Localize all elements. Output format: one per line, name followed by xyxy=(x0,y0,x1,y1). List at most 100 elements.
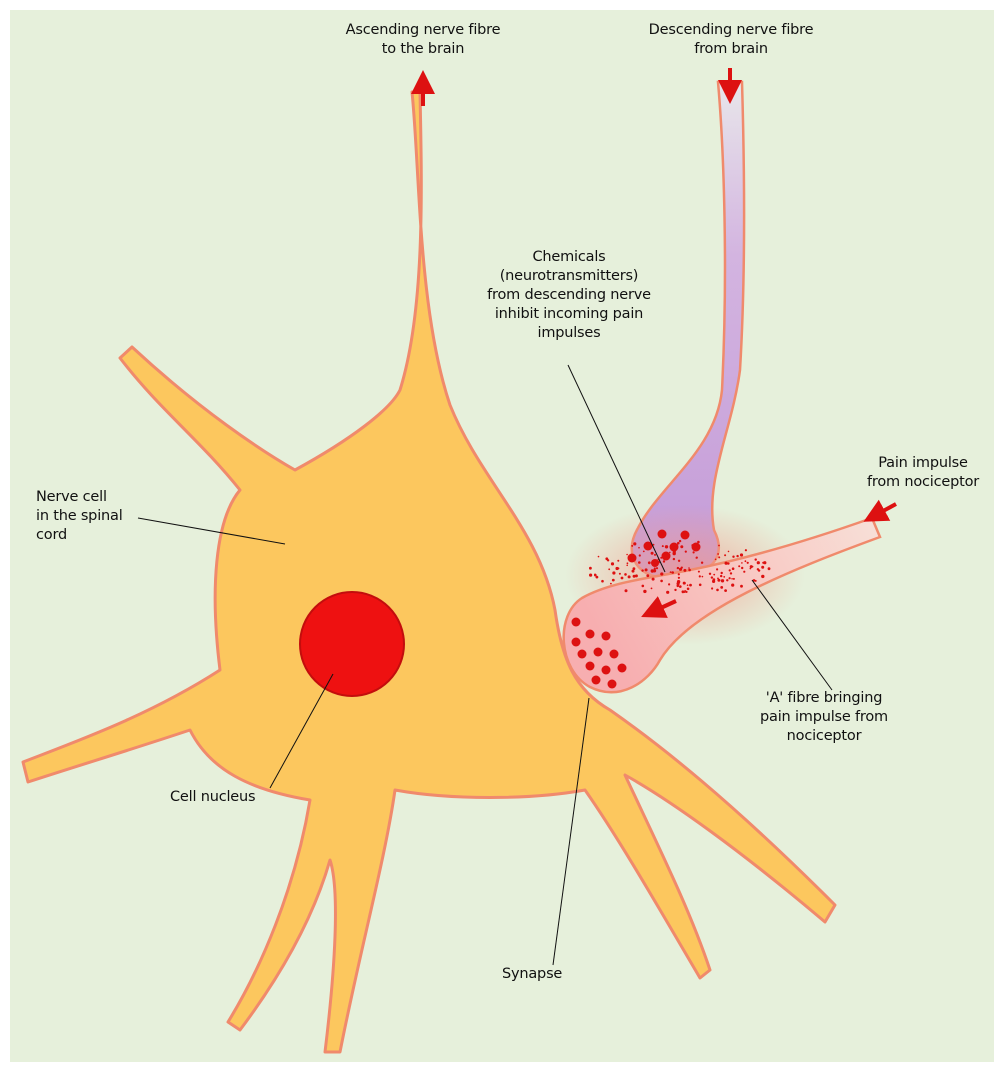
neurotransmitter-speck xyxy=(685,551,687,553)
cell-nucleus xyxy=(300,592,404,696)
neurotransmitter-speck xyxy=(716,568,718,570)
neurotransmitter-speck xyxy=(687,588,690,591)
neurotransmitter-speck xyxy=(702,576,704,578)
neurotransmitter-speck xyxy=(654,554,656,556)
neurotransmitter-speck xyxy=(688,569,691,572)
neurotransmitter-speck xyxy=(678,577,680,579)
neurotransmitter-speck xyxy=(617,560,619,562)
neurotransmitter-speck xyxy=(725,562,728,565)
neurotransmitter-speck xyxy=(731,578,733,580)
neurotransmitter-speck xyxy=(738,565,740,567)
neurotransmitter-speck xyxy=(687,584,689,586)
neurotransmitter-speck xyxy=(713,574,715,576)
neurotransmitter-speck xyxy=(752,566,754,568)
neurotransmitter-speck xyxy=(638,561,641,564)
pain-impulse-arrow xyxy=(874,504,896,516)
neurotransmitter-speck xyxy=(715,559,717,561)
neurotransmitter-speck xyxy=(717,578,719,580)
neurotransmitter-speck xyxy=(665,545,668,548)
neurotransmitter-speck xyxy=(733,578,735,580)
neurotransmitter-speck xyxy=(627,562,629,564)
neurotransmitter-speck xyxy=(729,577,731,579)
neurotransmitter-speck xyxy=(724,589,727,592)
neurotransmitter-speck xyxy=(612,571,615,574)
neurotransmitter-speck xyxy=(663,560,665,562)
neurotransmitter-speck xyxy=(747,562,749,564)
neurotransmitter-speck xyxy=(720,586,723,589)
neurotransmitter-speck xyxy=(701,562,703,564)
neurotransmitter-speck xyxy=(666,591,669,594)
neurotransmitter-speck xyxy=(726,579,728,581)
neurotransmitter-speck xyxy=(693,551,695,553)
neurotransmitter-speck xyxy=(723,576,725,578)
neurotransmitter-speck xyxy=(681,567,683,569)
neurotransmitter-speck xyxy=(674,589,676,591)
neurotransmitter-speck xyxy=(628,575,631,578)
neurotransmitter-speck xyxy=(736,555,738,557)
neurotransmitter-speck xyxy=(626,554,628,556)
neurotransmitter-speck xyxy=(660,572,663,575)
neurotransmitter-speck xyxy=(745,549,747,551)
neurotransmitter-speck xyxy=(632,570,635,573)
neurotransmitter-speck xyxy=(677,542,680,545)
neurotransmitter-speck xyxy=(677,567,679,569)
neurotransmitter-speck xyxy=(713,578,716,581)
cell-nucleus-label: Cell nucleus xyxy=(170,788,290,807)
neurotransmitter-speck xyxy=(608,568,610,570)
diagram-canvas: Ascending nerve fibre to the brain Desce… xyxy=(10,10,994,1062)
neurotransmitter-speck xyxy=(671,571,674,574)
neurotransmitter-speck xyxy=(684,582,686,584)
neurotransmitter-speck xyxy=(745,560,747,562)
descending-fibre-label: Descending nerve fibre from brain xyxy=(626,21,836,59)
neurotransmitter-speck xyxy=(669,552,671,554)
neurotransmitter-speck xyxy=(626,565,628,567)
neurotransmitter-speck xyxy=(682,590,685,593)
neurotransmitter-speck xyxy=(645,568,648,571)
neurotransmitter-speck xyxy=(755,580,757,582)
neurotransmitter-speck xyxy=(711,576,713,578)
neurotransmitter-speck xyxy=(594,574,596,576)
neurotransmitter-speck xyxy=(631,558,634,561)
neurotransmitter-speck xyxy=(653,569,656,572)
neurotransmitter-speck xyxy=(711,587,713,589)
neurotransmitter-speck xyxy=(699,584,702,587)
neurotransmitter-speck xyxy=(605,557,608,560)
neurotransmitter-speck xyxy=(757,561,760,564)
neurotransmitter-speck xyxy=(758,569,760,571)
neurotransmitter-speck xyxy=(729,569,731,571)
neurotransmitter-speck xyxy=(696,544,698,546)
neurotransmitter-speck xyxy=(674,546,677,549)
neurotransmitter-speck xyxy=(660,557,662,559)
neurotransmitter-speck xyxy=(619,573,621,575)
neurotransmitter-speck xyxy=(732,556,734,558)
neurotransmitter-speck xyxy=(678,560,680,562)
neurotransmitter-speck xyxy=(740,553,743,556)
neurotransmitter-speck xyxy=(638,547,640,549)
ascending-fibre-label: Ascending nerve fibre to the brain xyxy=(323,21,523,59)
neurotransmitter-speck xyxy=(589,567,592,570)
neurotransmitter-speck xyxy=(762,562,764,564)
neurotransmitter-speck xyxy=(689,584,692,587)
neuron-illustration xyxy=(10,10,994,1062)
neurotransmitter-speck xyxy=(679,585,682,588)
neurotransmitter-speck xyxy=(610,583,612,585)
neurotransmitter-speck xyxy=(589,574,592,577)
neurotransmitter-speck xyxy=(651,588,653,590)
neurotransmitter-speck xyxy=(679,540,681,542)
neurotransmitter-speck xyxy=(662,545,664,547)
neurotransmitter-speck xyxy=(673,558,675,560)
neurotransmitter-speck xyxy=(732,567,735,570)
neurotransmitter-speck xyxy=(621,577,624,580)
neurotransmitter-speck xyxy=(750,568,752,570)
neurotransmitter-speck xyxy=(611,562,614,565)
neurotransmitter-speck xyxy=(676,544,679,547)
neurotransmitter-speck xyxy=(683,569,686,572)
neurotransmitter-speck xyxy=(625,589,628,592)
neurotransmitter-speck xyxy=(730,572,732,574)
neurotransmitter-speck xyxy=(648,561,651,564)
neurotransmitter-speck xyxy=(646,574,649,577)
neurotransmitter-speck xyxy=(642,585,645,588)
neurotransmitter-speck xyxy=(718,545,720,547)
neurotransmitter-speck xyxy=(652,578,655,581)
neurotransmitter-speck xyxy=(697,541,700,544)
